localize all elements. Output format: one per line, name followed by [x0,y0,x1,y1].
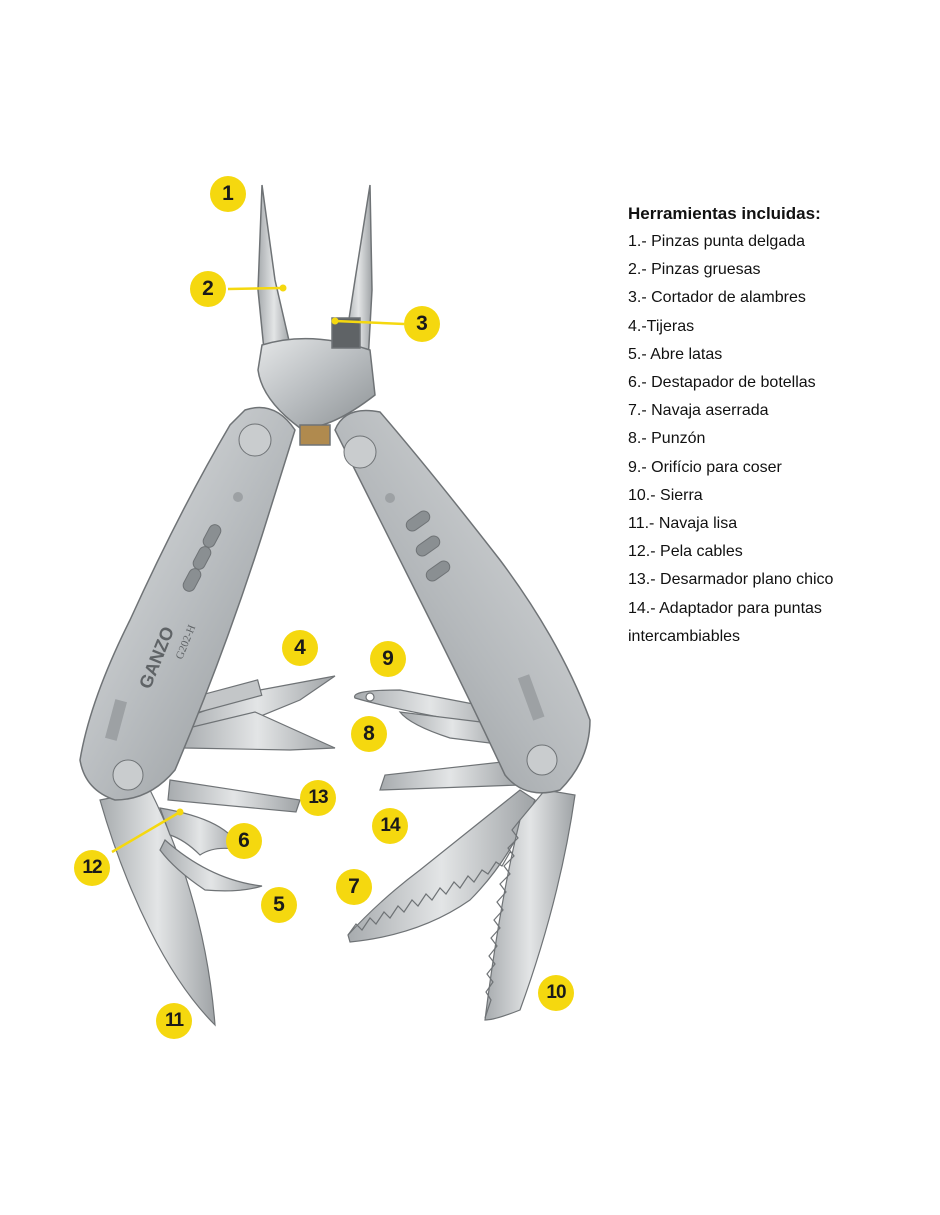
legend-item: intercambiables [628,627,741,645]
legend-item: 10.- Sierra [628,486,703,504]
callout-13: 13 [300,780,336,816]
legend-item: 8.- Punzón [628,430,706,448]
pliers-jaw-left [257,184,291,362]
bit-adapter [379,759,521,791]
legend-item: 14.- Adaptador para puntas [628,599,822,617]
legend-item: 6.- Destapador de botellas [628,374,816,392]
legend-item: 5.- Abre latas [628,345,723,363]
saw-blade [484,789,576,1021]
bottle-opener [159,807,241,856]
legend-item: 1.- Pinzas punta delgada [628,233,806,250]
legend-item: 4.-Tijeras [628,317,695,335]
callout-14: 14 [372,808,408,844]
can-opener [159,839,263,892]
serrated-blade [347,789,536,943]
callout-11: 11 [156,1003,192,1039]
callout-8: 8 [351,716,387,752]
callout-9: 9 [370,641,406,677]
callout-anchor-dots [176,284,339,816]
left-handle [79,406,296,801]
legend-item: 2.- Pinzas gruesas [628,261,761,279]
legend-list: 1.- Pinzas punta delgada 2.- Pinzas grue… [628,228,928,651]
callout-7: 7 [336,869,372,905]
right-handle [334,409,591,794]
awl-punch [398,711,506,746]
callout-leader-lines [111,286,405,854]
callout-4: 4 [282,630,318,666]
pliers-head [257,184,376,446]
legend-item: 12.- Pela cables [628,543,743,561]
legend-title: Herramientas incluidas: [628,204,821,223]
callout-10: 10 [538,975,574,1011]
callout-1: 1 [210,176,246,212]
right-tools [347,689,576,1021]
small-screwdriver [167,779,301,813]
legend-item: 11.- Navaja lisa [628,515,738,533]
tools-legend: Herramientas incluidas: 1.- Pinzas punta… [628,200,928,651]
callout-3: 3 [404,306,440,342]
legend-item: 7.- Navaja aserrada [628,402,769,420]
legend-item: 3.- Cortador de alambres [628,289,806,307]
legend-item: 9.- Orifício para coser [628,458,782,476]
left-tools [99,675,336,1027]
callout-2: 2 [190,271,226,307]
legend-item: 13.- Desarmador plano chico [628,571,834,589]
callout-6: 6 [226,823,262,859]
callout-12: 12 [74,850,110,886]
callout-5: 5 [261,887,297,923]
